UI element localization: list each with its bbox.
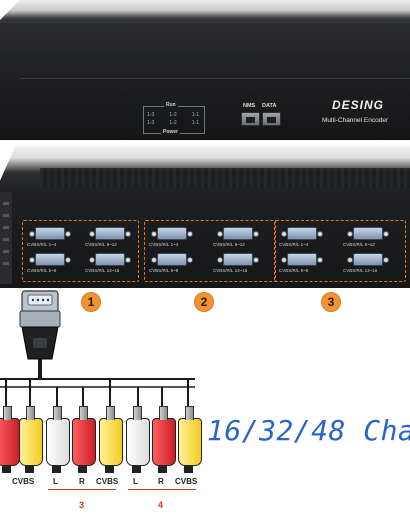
channel-count-headline: 16/32/48 Cha [207, 414, 410, 447]
vga-port[interactable] [89, 227, 131, 240]
port-label: CVBS/R/L 13~16 [213, 268, 248, 273]
rca-plug-red[interactable] [0, 406, 20, 473]
vga-port[interactable] [347, 227, 389, 240]
data-ethernet-port[interactable] [262, 112, 281, 126]
rca-plug-white[interactable] [126, 406, 150, 473]
power-label: Power [161, 129, 181, 135]
card-1-badge: 1 [82, 293, 100, 311]
rca-plug-yellow[interactable] [19, 406, 43, 473]
port-label: CVBS/R/L 13~16 [85, 268, 120, 273]
group-number-3: 3 [79, 500, 85, 510]
input-card-2: CVBS/R/L 1~4 CVBS/R/L 9~12 CVBS/R/L 5~8 … [144, 220, 276, 282]
group-4-bracket [128, 489, 196, 490]
port-label: CVBS/R/L 5~8 [149, 268, 179, 273]
group-3-bracket [48, 489, 116, 490]
vga-port[interactable] [89, 253, 131, 266]
port-label: CVBS/R/L 1~4 [279, 242, 309, 247]
nms-label: NMS [243, 103, 256, 109]
rca-plug-yellow[interactable] [99, 406, 123, 473]
group-number-4: 4 [158, 500, 164, 510]
product-name: Multi-Channel Encoder [322, 117, 389, 124]
led-row2-b: 1-2 [169, 120, 177, 126]
led-row1-c: 1-1 [191, 112, 199, 118]
rca-plug-red[interactable] [72, 406, 96, 473]
front-panel-divider [20, 78, 410, 79]
vga-port[interactable] [281, 227, 323, 240]
vga-port[interactable] [281, 253, 323, 266]
vga-breakout-cable-icon [0, 290, 195, 407]
rca-plug-white[interactable] [46, 406, 70, 473]
input-card-1: CVBS/R/L 1~4 CVBS/R/L 9~12 CVBS/R/L 5~8 … [22, 220, 139, 282]
led-row1-b: 1-2 [169, 112, 177, 118]
port-label: CVBS/R/L 1~4 [149, 242, 179, 247]
pin-label-cvbs: CVBS [12, 477, 35, 486]
led-row2-a: 1-3 [147, 120, 155, 126]
vga-port[interactable] [29, 253, 71, 266]
vga-port[interactable] [151, 253, 193, 266]
vga-port[interactable] [217, 227, 259, 240]
port-label: CVBS/R/L 5~8 [27, 268, 57, 273]
card-3-badge: 3 [322, 293, 340, 311]
rear-vents [40, 168, 410, 188]
brand-logo: DESING [332, 98, 385, 112]
vga-port[interactable] [217, 253, 259, 266]
rca-plug-red[interactable] [152, 406, 176, 473]
port-label: CVBS/R/L 9~12 [343, 242, 375, 247]
port-label: CVBS/R/L 1~4 [27, 242, 57, 247]
pin-label-l: L [53, 477, 58, 486]
vga-port[interactable] [151, 227, 193, 240]
pin-label-r: R [79, 477, 85, 486]
input-card-3: CVBS/R/L 1~4 CVBS/R/L 9~12 CVBS/R/L 5~8 … [274, 220, 406, 282]
run-label: Run [164, 102, 178, 108]
data-label: DATA [262, 103, 277, 109]
status-leds: 1-3 1-2 1-1 1-3 1-2 1-1 [147, 111, 207, 127]
port-label: CVBS/R/L 9~12 [85, 242, 117, 247]
front-panel [0, 22, 410, 140]
front-chassis-top [0, 0, 410, 26]
port-label: CVBS/R/L 9~12 [213, 242, 245, 247]
pin-label-cvbs: CVBS [96, 477, 119, 486]
led-row1-a: 1-3 [147, 112, 155, 118]
port-label: CVBS/R/L 13~16 [343, 268, 378, 273]
port-label: CVBS/R/L 5~8 [279, 268, 309, 273]
card-2-badge: 2 [195, 293, 213, 311]
pin-label-r: R [158, 477, 164, 486]
nms-ethernet-port[interactable] [241, 112, 260, 126]
vga-port[interactable] [347, 253, 389, 266]
pin-label-cvbs: CVBS [175, 477, 198, 486]
vga-port[interactable] [29, 227, 71, 240]
led-row2-c: 1-1 [191, 120, 199, 126]
rear-side-bracket [0, 192, 12, 284]
rear-panel [0, 190, 410, 288]
pin-label-l: L [133, 477, 138, 486]
rca-plug-yellow[interactable] [178, 406, 202, 473]
